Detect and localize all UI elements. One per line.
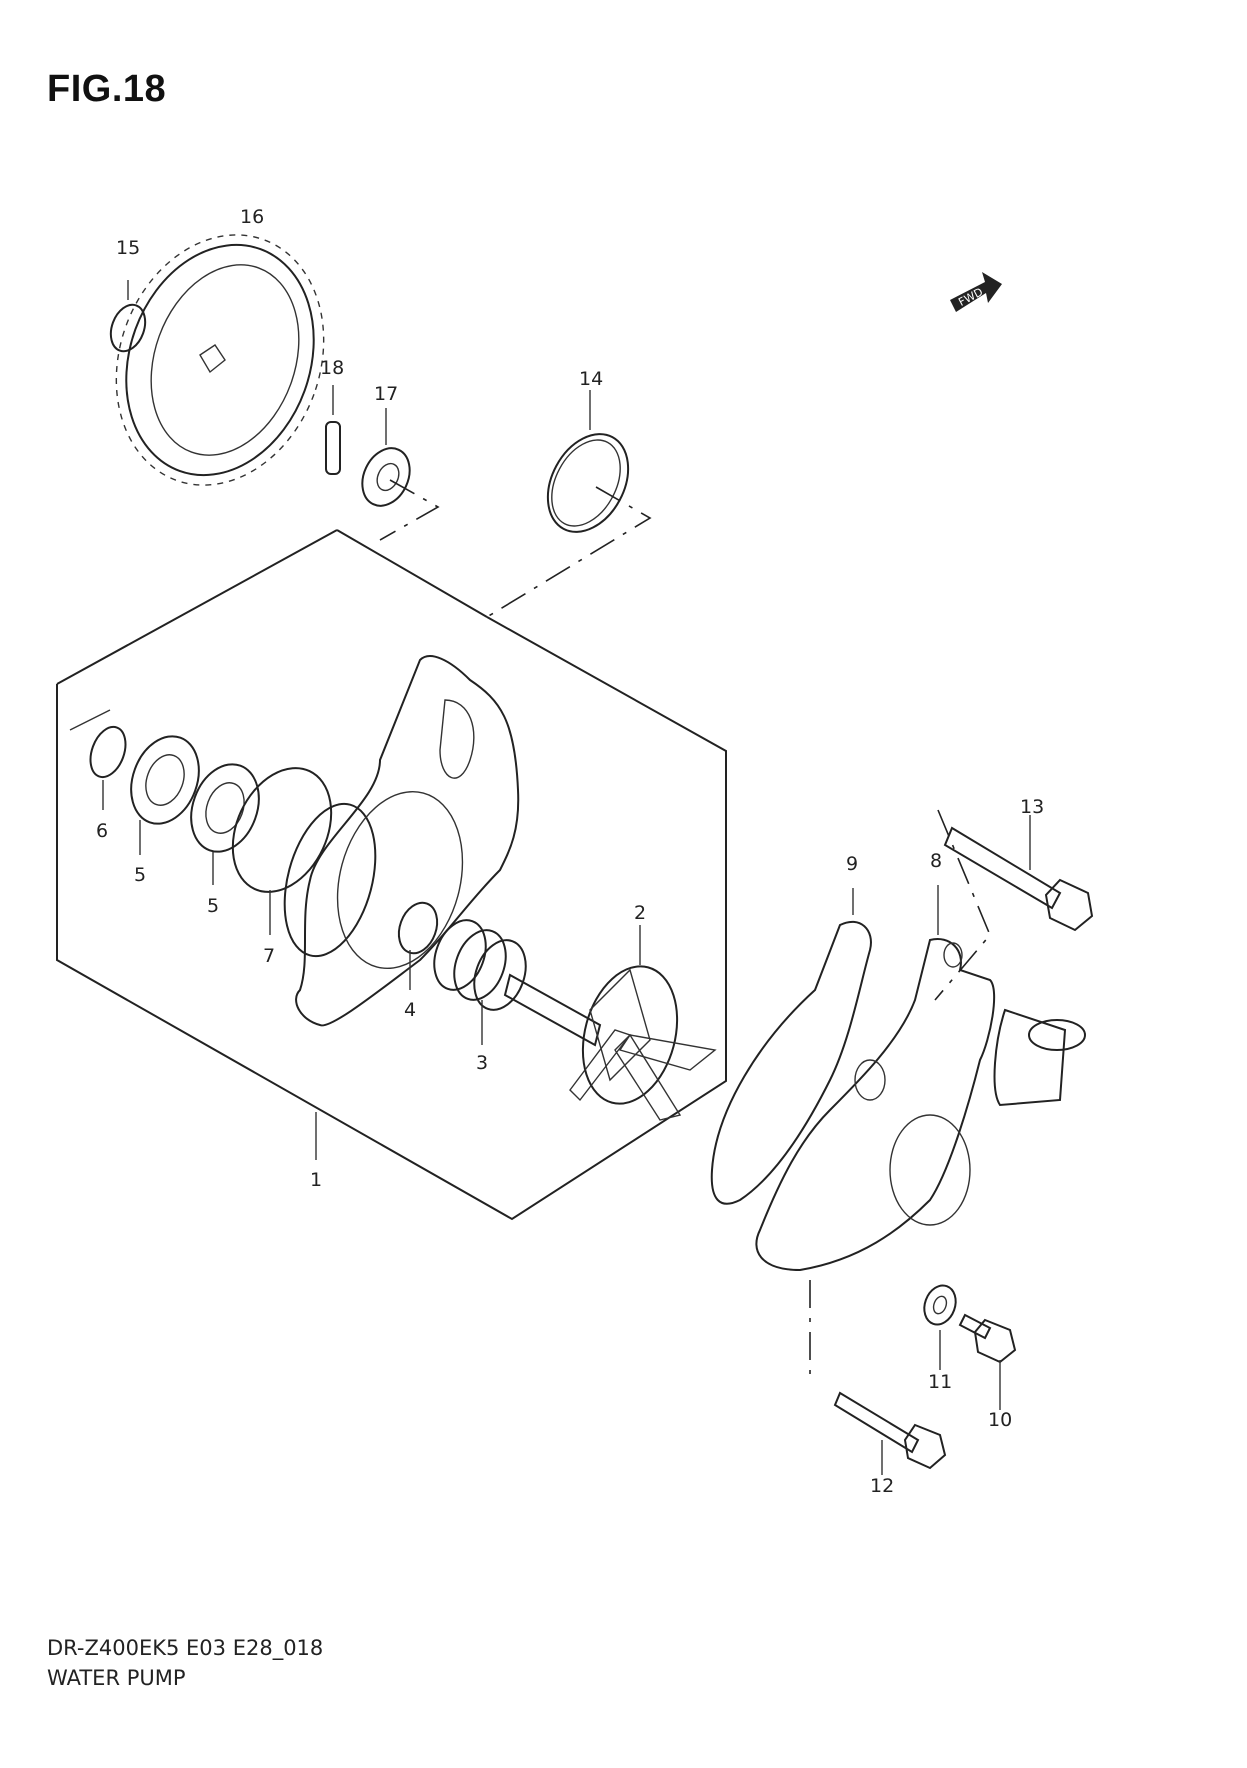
callout-7: 7 [263,945,275,967]
bolt-part-13 [934,809,1094,1001]
o-ring-part-7 [231,767,333,935]
callout-10: 10 [988,1409,1012,1431]
callout-5a: 5 [134,864,146,886]
circlip-part-6 [89,725,127,810]
bearing-part-5-a [130,735,200,855]
callout-14: 14 [579,368,603,390]
callout-13: 13 [1020,796,1044,818]
pump-cover-part-8 [755,885,1086,1380]
mechanical-seal-part-3 [433,919,602,1047]
callout-1: 1 [310,1169,322,1191]
callout-labels: 1 2 3 4 5 5 6 7 8 9 10 11 12 13 14 15 16… [96,206,1044,1497]
figure-title: FIG.18 [47,68,167,110]
bolt-part-10 [958,1313,1017,1410]
callout-8: 8 [930,850,942,872]
circlip-part-15 [109,280,147,353]
bearing-part-5-b [190,763,260,885]
model-code: DR-Z400EK5 E03 E28_018 [47,1636,324,1660]
bolt-part-12 [833,1391,947,1475]
callout-2: 2 [634,902,646,924]
washer-part-11 [923,1284,957,1370]
callout-18: 18 [320,357,344,379]
fwd-label: FWD [956,285,985,309]
callout-4: 4 [404,999,416,1021]
assembly-frame [56,529,727,1221]
callout-3: 3 [476,1052,488,1074]
callout-6: 6 [96,820,108,842]
washer-part-17 [361,408,440,541]
pump-housing-plate [283,655,520,1027]
callout-16: 16 [240,206,264,228]
callout-9: 9 [846,853,858,875]
section-name: WATER PUMP [47,1666,186,1690]
fwd-arrow-icon: FWD [950,272,1002,312]
impeller-part-2 [569,925,717,1121]
pin-part-18 [325,385,341,475]
callout-11: 11 [928,1371,952,1393]
callout-15: 15 [116,237,140,259]
gasket-part-9 [710,888,872,1205]
callout-17: 17 [374,383,398,405]
callout-12: 12 [870,1475,894,1497]
callout-5b: 5 [207,895,219,917]
gear-part-16 [115,234,325,486]
o-ring-part-14 [486,390,652,618]
